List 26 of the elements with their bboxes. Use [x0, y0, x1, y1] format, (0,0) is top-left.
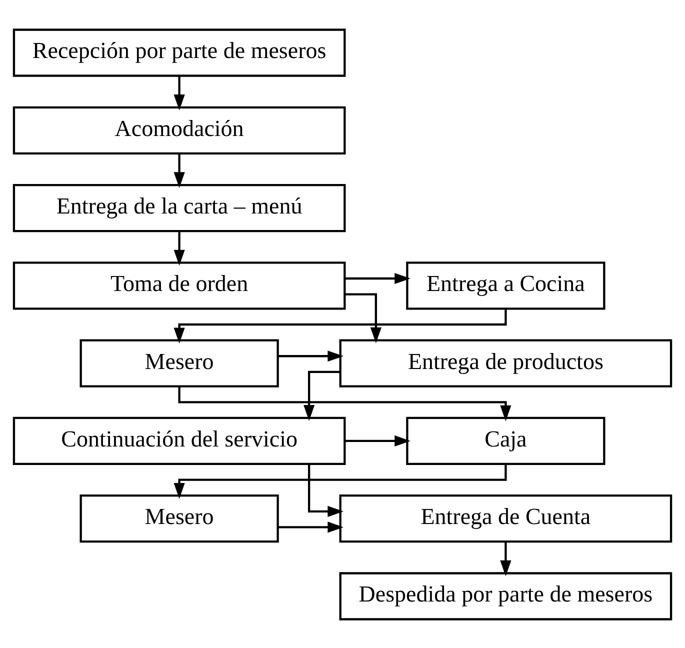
arrow: [174, 464, 507, 498]
arrow: [174, 308, 507, 344]
arrow: [278, 521, 344, 532]
arrow: [174, 153, 185, 188]
arrow: [178, 386, 512, 421]
node-box: Continuación del servicio: [12, 416, 346, 465]
arrow: [174, 230, 185, 266]
arrow: [308, 464, 344, 516]
node-box: Recepción por parte de meseros: [12, 28, 346, 76]
node-box: Entrega de la carta – menú: [12, 183, 346, 232]
arrow: [278, 350, 344, 362]
node-box: Mesero: [80, 338, 279, 387]
arrow: [344, 434, 410, 446]
node-box: Entrega de Cuenta: [339, 494, 672, 542]
node-box: Acomodación: [12, 106, 346, 154]
arrow: [174, 76, 185, 110]
node-box: Entrega de productos: [339, 338, 672, 387]
arrow: [304, 370, 340, 420]
node-box: Despedida por parte de meseros: [339, 572, 672, 620]
node-box: Toma de orden: [12, 261, 346, 310]
arrow: [344, 292, 382, 343]
arrow: [344, 272, 410, 284]
node-box: Caja: [406, 416, 606, 465]
node-box: Entrega a Cocina: [406, 261, 606, 310]
node-box: Mesero: [80, 494, 279, 542]
arrow: [500, 541, 512, 576]
